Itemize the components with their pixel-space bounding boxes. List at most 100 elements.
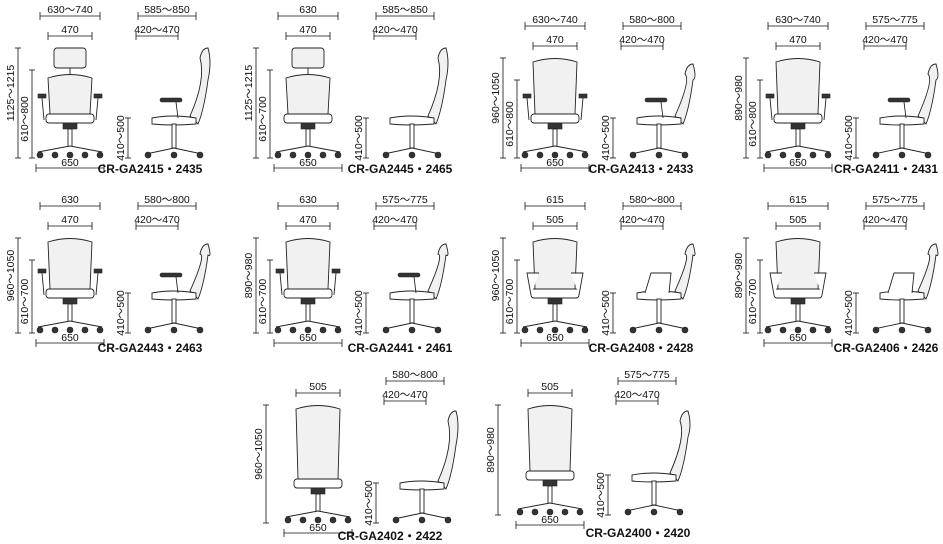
armrest-pad-right	[821, 93, 831, 99]
caster	[96, 326, 104, 334]
seat-depth-label: 420〜470	[619, 34, 665, 46]
caster	[81, 151, 89, 159]
total-height-label: 960〜1050	[490, 250, 502, 302]
side-base	[393, 512, 451, 520]
mechanism	[547, 297, 563, 305]
base-legs	[765, 320, 831, 328]
caster	[51, 326, 59, 334]
model-label: CR-GA2408・2428	[589, 341, 694, 355]
mechanism	[542, 479, 558, 487]
caster	[81, 326, 89, 334]
caster	[576, 508, 584, 516]
base-legs	[275, 145, 341, 153]
back-height-label: 610〜800	[747, 101, 759, 147]
model-label: CR-GA2406・2426	[834, 341, 939, 355]
seat-depth-label: 420〜470	[619, 214, 665, 226]
headrest	[53, 47, 87, 69]
side-gas-lift	[899, 123, 905, 149]
chair-spec-9: 960〜1050505650580〜800420〜470410〜500CR-GA…	[253, 369, 459, 543]
caster	[516, 508, 524, 516]
side-loop-arm	[644, 272, 672, 294]
base-width-label: 650	[789, 332, 807, 344]
side-caster	[434, 151, 442, 159]
side-backrest	[674, 243, 696, 300]
base-width-label: 650	[789, 157, 807, 169]
front-width-label: 615	[789, 194, 807, 206]
armrest-pad-left	[522, 93, 532, 99]
chair-spec-3: 960〜1050610〜800630〜740470650580〜800420〜4…	[490, 14, 696, 176]
back-width-label: 470	[61, 214, 79, 226]
side-loop-arm	[887, 272, 915, 294]
side-base	[625, 504, 683, 512]
caster	[536, 151, 544, 159]
caster	[779, 326, 787, 334]
side-caster	[624, 508, 632, 516]
caster	[304, 326, 312, 334]
seat-height-label: 410〜500	[353, 115, 365, 161]
side-caster	[898, 326, 906, 334]
armrest-post-right	[580, 97, 584, 121]
seat-depth-label: 420〜470	[382, 389, 428, 401]
total-height-label: 960〜1050	[490, 72, 502, 124]
seat-depth-label: 420〜470	[372, 214, 418, 226]
armrest-post-left	[769, 97, 773, 121]
caster	[794, 326, 802, 334]
seat-depth-label: 420〜470	[614, 389, 660, 401]
backrest	[295, 405, 341, 483]
backrest	[285, 74, 331, 118]
armrest-pad-right	[331, 268, 341, 274]
model-label: CR-GA2413・2433	[589, 162, 694, 176]
side-caster	[681, 151, 689, 159]
front-width-label: 630	[61, 194, 79, 206]
seat-depth-label: 420〜470	[862, 214, 908, 226]
side-caster	[382, 151, 390, 159]
side-seat	[389, 115, 435, 126]
front-width-label: 615	[546, 194, 564, 206]
side-depth-label: 580〜800	[629, 14, 675, 26]
side-backrest	[674, 63, 696, 125]
side-depth-label: 585〜850	[382, 4, 428, 16]
caster	[824, 326, 832, 334]
side-gas-lift	[899, 298, 905, 324]
headrest	[291, 47, 325, 69]
side-armrest-pad	[397, 272, 421, 278]
seat	[773, 113, 823, 124]
caster	[66, 326, 74, 334]
loop-arm-left	[526, 272, 539, 296]
armrest-pad-right	[93, 93, 103, 99]
caster	[794, 151, 802, 159]
side-base	[873, 147, 931, 155]
caster	[551, 151, 559, 159]
side-caster	[434, 326, 442, 334]
side-seat	[151, 115, 197, 126]
side-seat	[636, 115, 682, 126]
side-backrest	[189, 47, 211, 125]
side-armrest-post	[175, 101, 179, 119]
back-width-label: 505	[541, 381, 559, 393]
armrest-post-right	[95, 272, 99, 296]
side-base	[145, 147, 203, 155]
seat	[525, 470, 575, 481]
armrest-pad-left	[275, 268, 285, 274]
armrest-post-left	[41, 272, 45, 296]
model-label: CR-GA2445・2465	[348, 162, 453, 176]
backrest	[775, 238, 821, 293]
back-width-label: 505	[546, 214, 564, 226]
side-caster	[655, 326, 663, 334]
side-backrest	[437, 410, 459, 490]
seat	[773, 288, 823, 299]
mechanism	[62, 297, 78, 305]
back-height-label: 610〜700	[257, 96, 269, 142]
side-armrest-pad	[159, 272, 183, 278]
caster	[581, 151, 589, 159]
total-height-label: 890〜980	[485, 427, 497, 473]
side-base	[630, 322, 688, 330]
seat	[283, 288, 333, 299]
side-caster	[924, 326, 932, 334]
caster	[764, 326, 772, 334]
caster	[779, 151, 787, 159]
side-backrest	[427, 47, 449, 125]
seat-height-label: 410〜500	[115, 115, 127, 161]
side-depth-label: 575〜775	[624, 369, 670, 381]
armrest-post-right	[823, 97, 827, 121]
